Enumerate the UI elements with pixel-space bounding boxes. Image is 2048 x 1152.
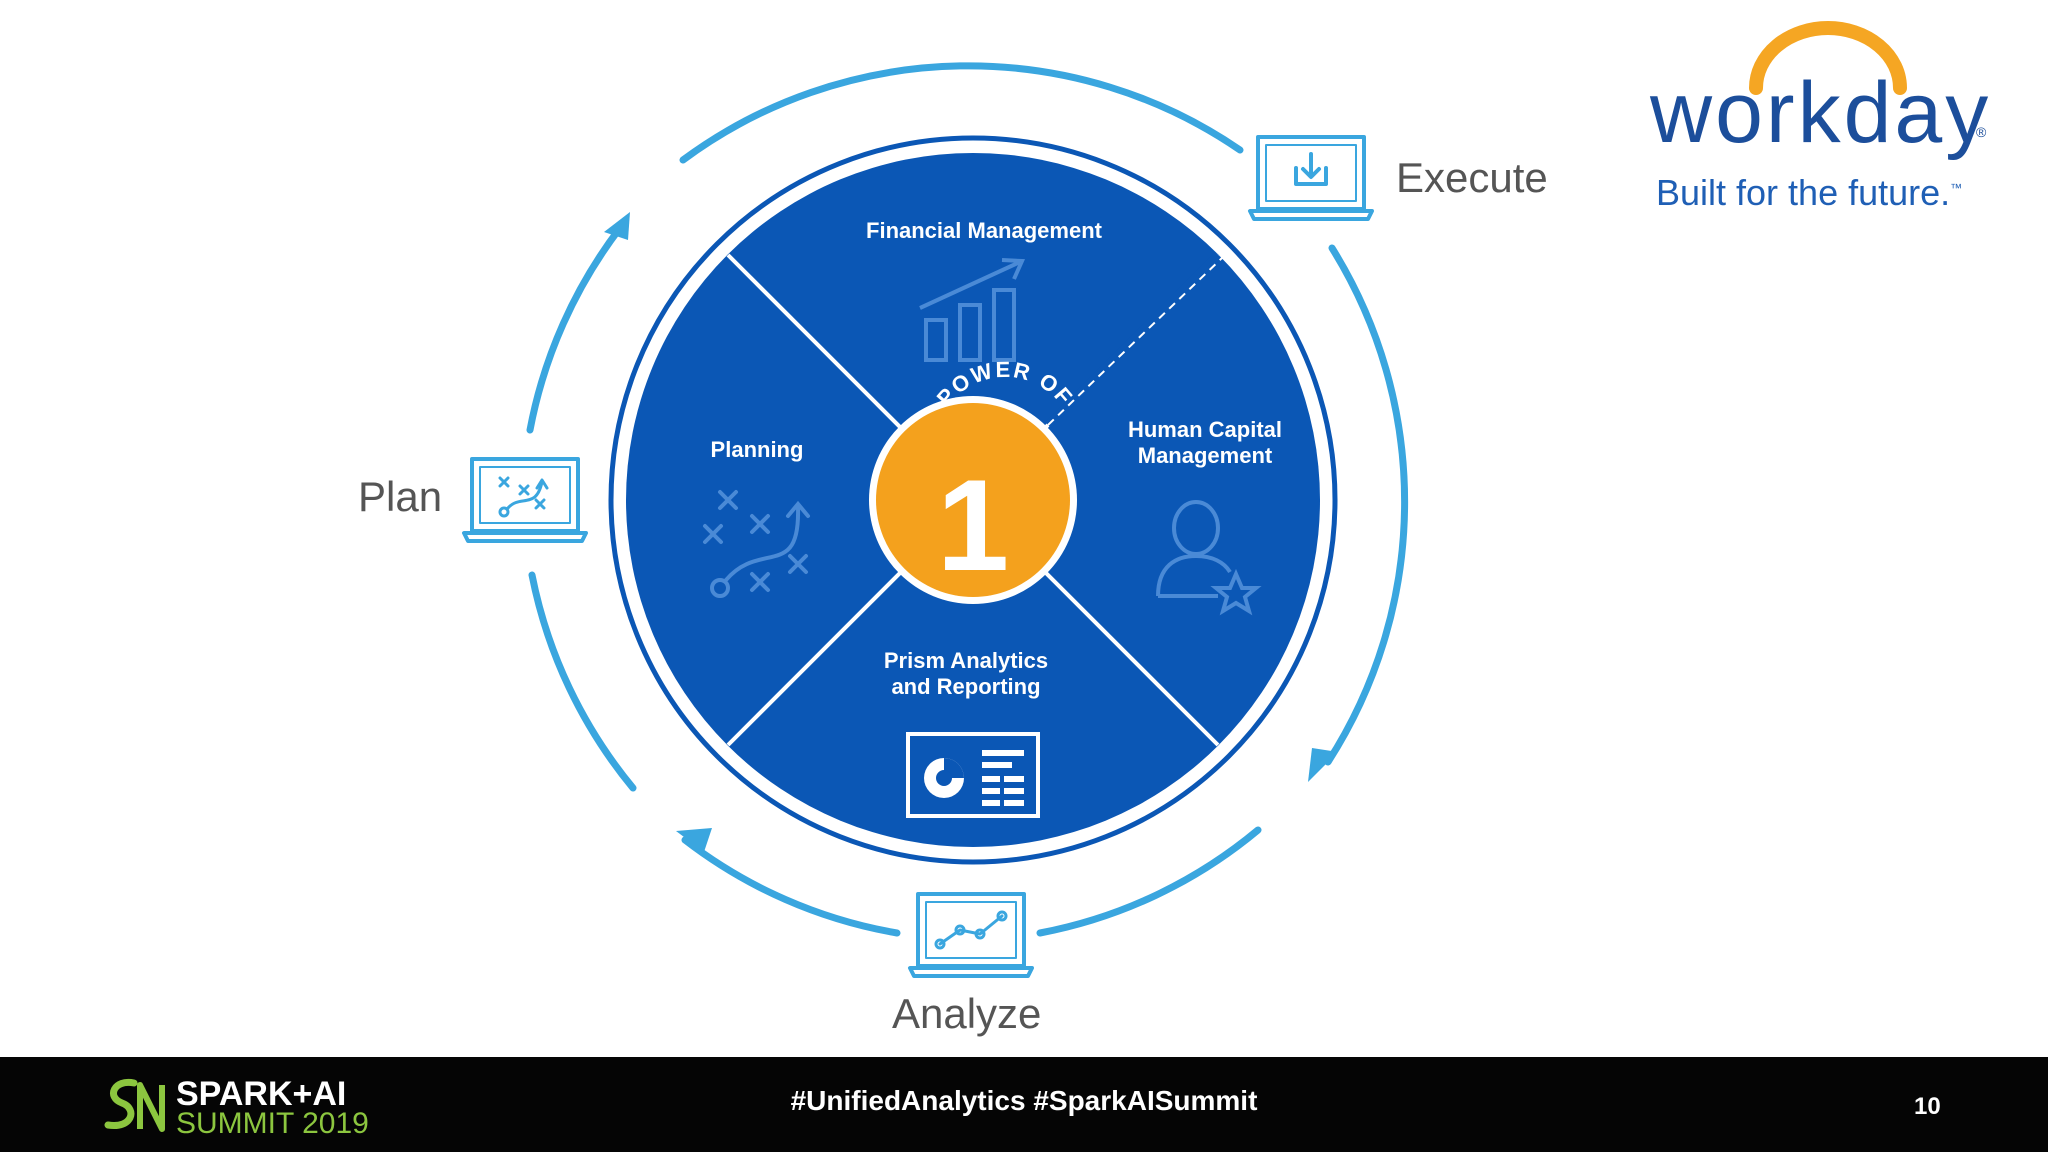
spark-ai-mark-icon: [104, 1078, 165, 1132]
event-logo: SPARK+AI SUMMIT 2019: [100, 1075, 400, 1140]
logo-registered-mark: ®: [1976, 124, 1987, 140]
play-diagram-icon: [703, 490, 810, 598]
logo-tagline-mark: ™: [1950, 181, 1963, 195]
power-of-one-diagram: Financial Management Planning Human Capi…: [462, 62, 1409, 978]
cycle-arc-right: [1324, 244, 1409, 766]
segment-label-planning: Planning: [711, 437, 804, 462]
footer-bar: SPARK+AI SUMMIT 2019 #UnifiedAnalytics #…: [0, 1057, 2048, 1152]
page-number: 10: [1914, 1093, 1941, 1120]
center-number: 1: [937, 452, 1009, 598]
segment-label-hcm-line1: Human Capital: [1128, 417, 1282, 442]
stage-label-execute: Execute: [1396, 154, 1548, 201]
user-star-icon: [1156, 500, 1262, 616]
divider-dashed: [1045, 252, 1221, 428]
cycle-arrows: [526, 62, 1409, 937]
divider-dashed-line: [1047, 257, 1223, 426]
event-subtitle: SUMMIT 2019: [176, 1107, 369, 1140]
cycle-arc-bottom-right: [1036, 826, 1262, 937]
pie-report-icon: [906, 732, 1040, 818]
cycle-arc-bottom-left: [681, 836, 901, 937]
footer-hashtags: #UnifiedAnalytics #SparkAISummit: [790, 1085, 1258, 1116]
workday-logo: workday ® Built for the future.™: [1640, 20, 2000, 230]
logo-wordmark: workday: [1650, 65, 1992, 161]
event-title: SPARK+AI: [176, 1075, 347, 1113]
laptop-line-chart-icon: [908, 892, 1034, 978]
disc-outer-ring: [608, 135, 1338, 865]
segment-label-prism-line1: Prism Analytics: [884, 648, 1048, 673]
laptop-strategy-icon: [462, 457, 588, 543]
logo-tagline-text: Built for the future.: [1656, 172, 1951, 213]
bar-chart-trend-icon: [919, 258, 1026, 362]
cycle-arc-left-upper: [526, 224, 624, 434]
logo-tagline: Built for the future.™: [1656, 172, 1962, 214]
cycle-arrowheads: [604, 212, 1338, 852]
arrowhead-down-right-icon: [1308, 748, 1338, 782]
segment-label-prism-line2: and Reporting: [891, 674, 1040, 699]
segment-label-hcm-line2: Management: [1138, 443, 1273, 468]
logo-arc: [1749, 21, 1907, 95]
segment-label-financial: Financial Management: [866, 218, 1103, 243]
arrowhead-up-icon: [604, 212, 630, 240]
stage-label-plan: Plan: [358, 473, 443, 520]
cycle-arc-left-lower: [528, 571, 637, 792]
arrowhead-left-icon: [676, 828, 712, 852]
cycle-arc-top: [679, 62, 1244, 164]
stage-label-analyze: Analyze: [892, 990, 1042, 1037]
laptop-download-icon: [1248, 135, 1374, 221]
